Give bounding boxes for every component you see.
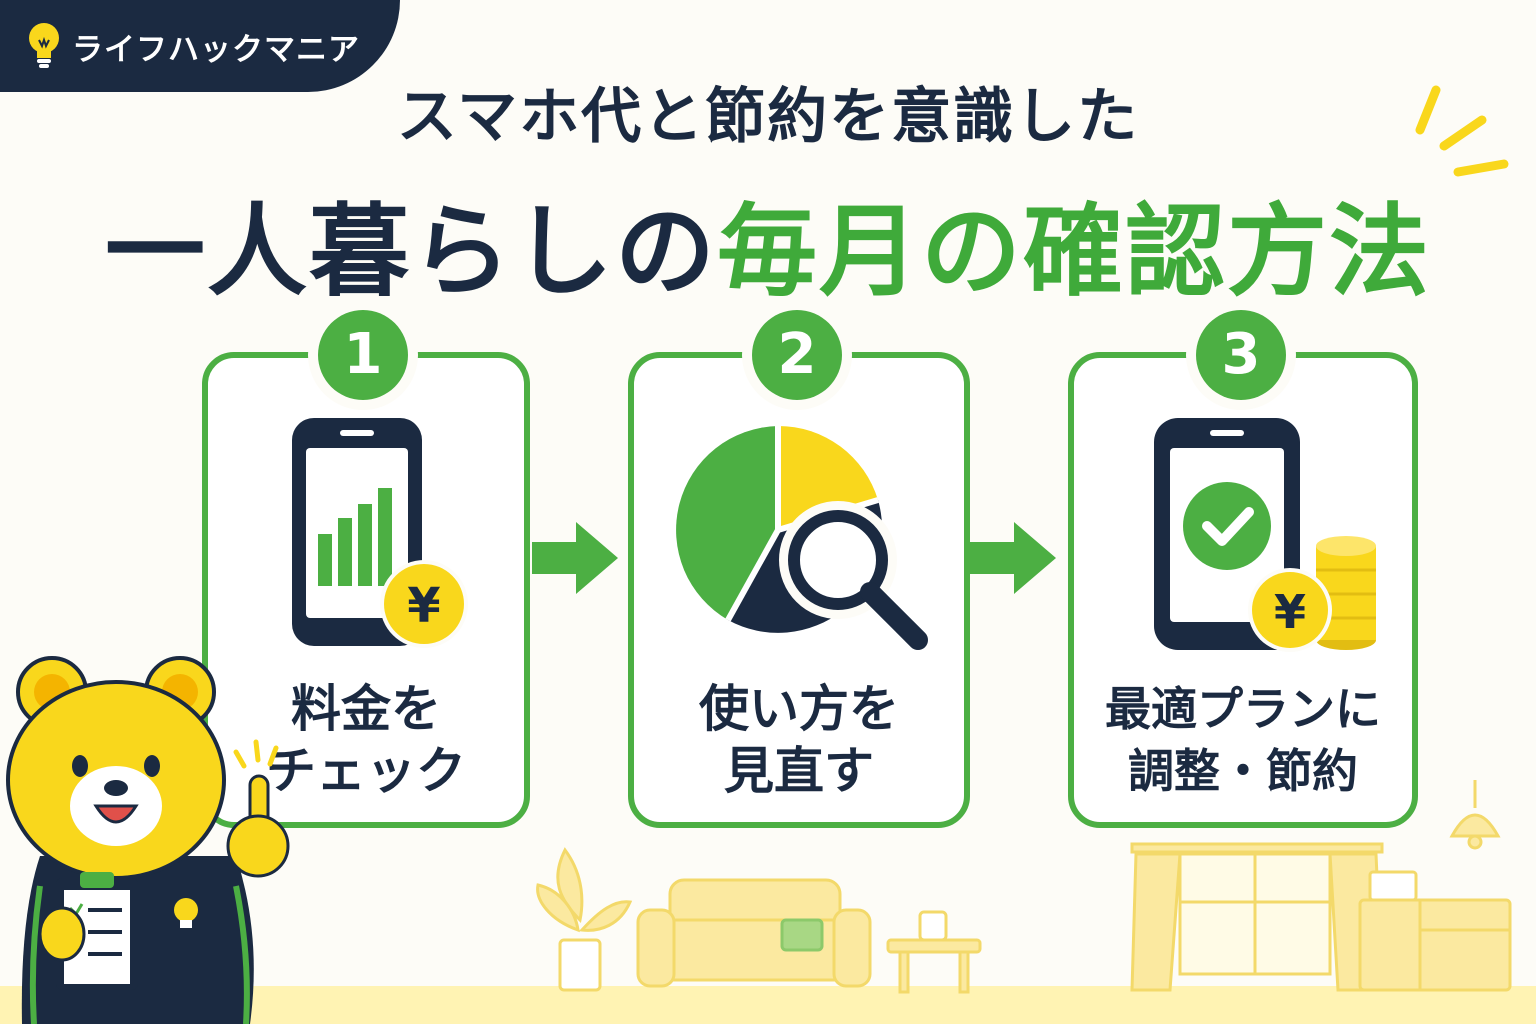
step-number-2: 2 [752,310,842,400]
step-3-label: 最適プランに 調整・節約 [1105,682,1381,798]
room-background-decor [536,842,1512,994]
headline-line2-dark: 一人暮らしの [105,193,717,310]
step-number-3: 3 [1196,310,1286,400]
yen-symbol: ¥ [1274,585,1306,639]
lightbulb-icon [29,23,59,68]
floor-strip [0,986,1536,1024]
sofa-icon [636,878,872,988]
headline-line2-green: 毎月の確認方法 [717,193,1431,310]
step-number-1: 1 [318,310,408,400]
yen-symbol: ¥ [407,578,440,634]
headline-line1: スマホ代と節約を意識した [396,82,1140,152]
arrow-right-icon [532,522,618,594]
cabinet-icon [1358,870,1512,992]
arrow-right-icon [970,522,1056,594]
table-mug-icon [886,910,982,994]
step-2-label: 使い方を 見直す [699,680,899,800]
phone-check-coins-icon: ¥ [1154,418,1376,652]
pie-chart-magnifier-icon [676,425,928,650]
pendant-lamp-icon [1449,780,1501,850]
phone-chart-yen-icon: ¥ [292,418,468,648]
bear-mascot [6,656,290,1024]
plant-icon [536,847,633,992]
step-1-label: 料金を チェック [266,680,466,800]
brand-name: ライフハックマニア [72,32,360,68]
window-icon [1130,842,1384,992]
headline-line2: 一人暮らしの毎月の確認方法 [0,170,1536,315]
brand-banner: ライフハックマニア [0,0,400,92]
sparkle-rays-icon [1415,85,1509,177]
